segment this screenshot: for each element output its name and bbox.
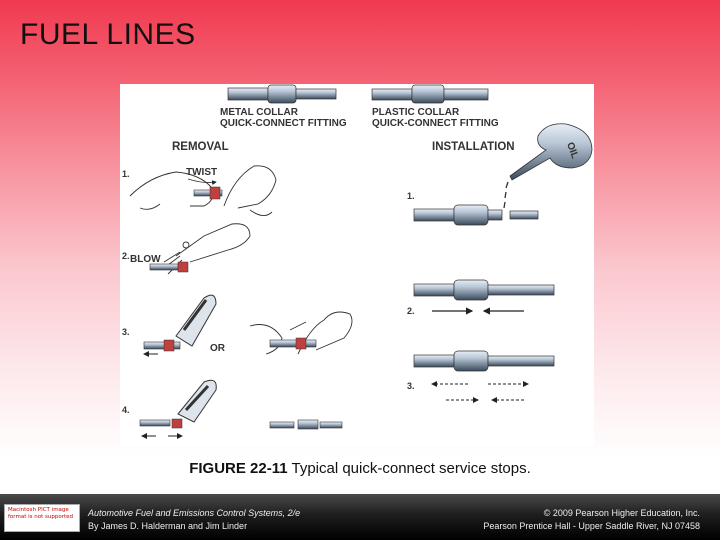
copyright-text: © 2009 Pearson Higher Education, Inc. [543, 508, 700, 518]
installation-header: INSTALLATION [432, 141, 515, 153]
removal-step-1-hands [129, 165, 277, 216]
figure-illustration: METAL COLLAR QUICK-CONNECT FITTING PLAST… [120, 84, 594, 446]
installation-step-2: 2. [407, 306, 415, 316]
book-title: Automotive Fuel and Emissions Control Sy… [88, 508, 301, 518]
removal-step-1: 1. [122, 169, 130, 179]
footer-book-info: Automotive Fuel and Emissions Control Sy… [88, 507, 300, 533]
oil-can-icon: OIL [503, 123, 593, 209]
step-4-tool-icon [177, 379, 217, 423]
installation-step-3-fitting [413, 350, 555, 372]
metal-collar-fitting [227, 84, 337, 104]
removal-step-4: 4. [122, 405, 130, 415]
twist-label: TWIST [186, 167, 217, 178]
removal-step-2: 2. [122, 251, 130, 261]
footer-copyright: © 2009 Pearson Higher Education, Inc. Pe… [483, 507, 700, 533]
oil-label: OIL [564, 141, 580, 160]
installation-step-2-fitting [413, 279, 555, 301]
plastic-collar-label-2: QUICK-CONNECT FITTING [372, 118, 499, 129]
plastic-collar-label: PLASTIC COLLAR [372, 107, 460, 118]
book-authors: By James D. Halderman and Jim Linder [88, 521, 248, 531]
publisher-text: Pearson Prentice Hall - Upper Saddle Riv… [483, 521, 700, 531]
blow-label: BLOW [130, 254, 161, 265]
installation-step-3: 3. [407, 381, 415, 391]
removal-step-3: 3. [122, 327, 130, 337]
slide-footer: Macintosh PICT image format is not suppo… [0, 494, 720, 540]
caption-text: Typical quick-connect service stops. [287, 460, 531, 477]
removal-header: REMOVAL [172, 141, 229, 153]
disconnect-tool-icon [175, 294, 217, 347]
unsupported-image-placeholder: Macintosh PICT image format is not suppo… [4, 504, 80, 532]
installation-step-1-fitting [413, 204, 539, 226]
metal-collar-label-2: QUICK-CONNECT FITTING [220, 118, 347, 129]
figure-number: FIGURE 22-11 [189, 460, 288, 477]
metal-collar-label: METAL COLLAR [220, 107, 299, 118]
plastic-collar-fitting [371, 84, 489, 104]
installation-step-1: 1. [407, 191, 415, 201]
removal-step-3-hands [249, 311, 353, 355]
figure-caption: FIGURE 22-11 Typical quick-connect servi… [0, 460, 720, 477]
slide-title: FUEL LINES [20, 18, 196, 51]
or-label: OR [210, 343, 226, 354]
